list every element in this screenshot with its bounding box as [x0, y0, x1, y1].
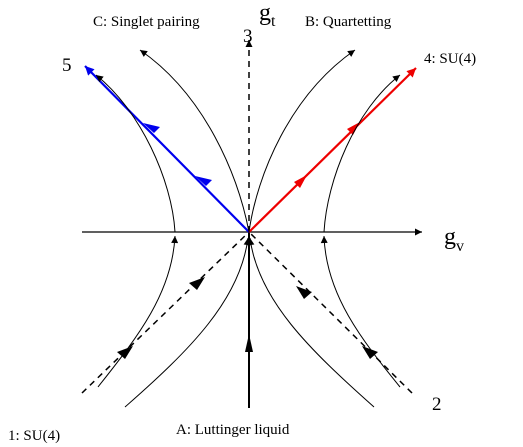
flow-curve-lower-right-inner [247, 237, 375, 408]
ray-5-arrow-b [143, 123, 160, 133]
flow-curve-upper-left-outer [95, 74, 176, 233]
ray-2-arrow-a [362, 346, 378, 359]
flow-curve-lower-right-outer [320, 235, 401, 388]
ray-1-arrow-b [189, 277, 205, 290]
ray-4-red [248, 67, 417, 233]
flow-curve-upper-left-inner [139, 49, 250, 233]
flow-curve-upper-right-outer [323, 74, 401, 233]
label-su4-top: 4: SU(4) [424, 51, 476, 67]
label-gv: gv [444, 224, 464, 255]
ray-5-blue [84, 65, 250, 233]
ray-2-dashed [248, 231, 413, 394]
label-singlet-pairing: C: Singlet pairing [93, 14, 200, 30]
flow-curve-lower-left-inner [124, 237, 251, 408]
flow-curve-upper-right-inner [248, 49, 356, 233]
ray-5-arrow-a [195, 176, 212, 186]
label-quartetting: B: Quartetting [305, 14, 392, 30]
label-ray-5: 5 [62, 55, 72, 76]
label-gt: gt [259, 0, 276, 30]
ray-1-dashed [81, 231, 250, 394]
label-luttinger-liquid: A: Luttinger liquid [176, 422, 290, 438]
ray-4-arrow-b [347, 122, 360, 135]
label-ray-2: 2 [432, 394, 442, 415]
flow-curve-lower-left-outer [97, 235, 179, 388]
label-ray-3: 3 [243, 26, 253, 47]
luttinger-arrow [245, 334, 253, 352]
ray-2-arrow-b [296, 286, 312, 299]
ray-4-arrow-a [294, 175, 307, 188]
label-su4-bottom: 1: SU(4) [8, 428, 60, 444]
